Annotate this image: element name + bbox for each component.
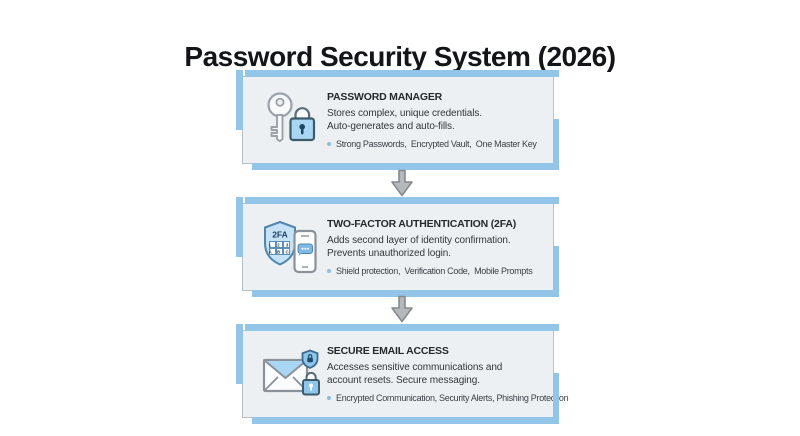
card-password-manager: PASSWORD MANAGER Stores complex, unique … [236, 70, 559, 170]
bullet-dot-icon [327, 396, 331, 401]
accent-frame-bottom [252, 163, 559, 170]
accent-frame-left [236, 70, 243, 130]
feature-text: Shield protection, Verification Code, Mo… [336, 266, 533, 277]
bullet-dot-icon [327, 142, 331, 147]
feature-text: Encrypted Communication, Security Alerts… [336, 393, 569, 404]
accent-frame-right [553, 246, 559, 297]
feature-list: Shield protection, Verification Code, Mo… [327, 266, 551, 276]
card-title: SECURE EMAIL ACCESS [327, 344, 449, 357]
down-arrow-icon [391, 169, 413, 197]
accent-frame-bottom [252, 417, 559, 424]
secure-email-icon [243, 331, 327, 417]
card-description: Stores complex, unique credentials. Auto… [327, 107, 482, 132]
feature-list: Strong Passwords, Encrypted Vault, One M… [327, 139, 551, 149]
keypad-digits: 1 2 3 [269, 243, 291, 248]
accent-frame-right [553, 373, 559, 424]
card-description: Adds second layer of identity confirmati… [327, 234, 511, 259]
key-lock-icon [243, 77, 327, 163]
card-title: TWO-FACTOR AUTHENTICATION (2FA) [327, 217, 517, 230]
accent-frame-right [553, 119, 559, 170]
page-title: Password Security System (2026) [184, 40, 616, 72]
card-description: Accesses sensitive communications and ac… [327, 361, 503, 386]
keypad-letters: A B C [269, 250, 291, 255]
accent-frame-bottom [252, 290, 559, 297]
card-two-factor-authentication: 2FA 1 2 3 A B C TWO-FACTOR AUTHENTI [236, 197, 559, 297]
accent-frame-top [245, 324, 559, 331]
card-secure-email-access: SECURE EMAIL ACCESS Accesses sensitive c… [236, 324, 569, 424]
bullet-dot-icon [327, 269, 331, 274]
feature-text: Strong Passwords, Encrypted Vault, One M… [336, 139, 537, 150]
card-title: PASSWORD MANAGER [327, 90, 443, 103]
2fa-shield-phone-icon: 2FA 1 2 3 A B C [243, 204, 327, 290]
accent-frame-left [236, 324, 243, 384]
feature-list: Encrypted Communication, Security Alerts… [327, 393, 569, 403]
accent-frame-top [245, 197, 559, 204]
shield-2fa-label: 2FA [272, 230, 288, 240]
accent-frame-top [245, 70, 559, 77]
accent-frame-left [236, 197, 243, 257]
down-arrow-icon [391, 295, 413, 323]
